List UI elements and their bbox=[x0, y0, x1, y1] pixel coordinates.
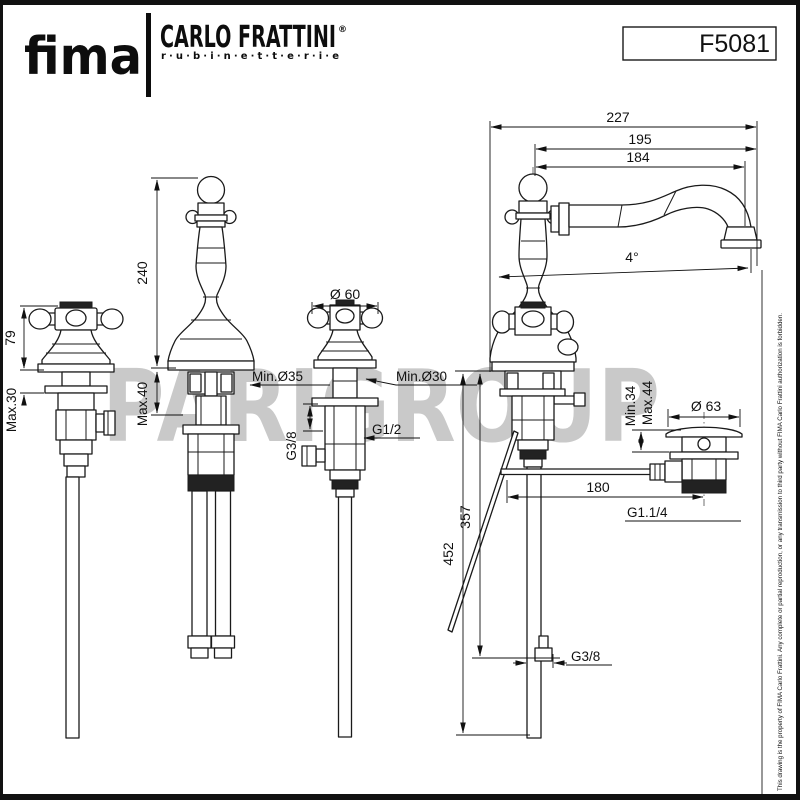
handle-knob bbox=[306, 307, 330, 329]
spout-nozzle bbox=[723, 226, 758, 241]
supply-tube bbox=[214, 490, 232, 637]
dim-rod-length-1: 357 bbox=[457, 505, 473, 529]
valve-body bbox=[55, 409, 97, 441]
valve-body bbox=[324, 405, 366, 471]
dim-handle-hole: Min.Ø30 bbox=[396, 369, 447, 384]
brand-tagline: r·u·b·i·n·e·t·t·e·r·i·e bbox=[161, 51, 339, 62]
mounting-flange bbox=[44, 385, 108, 394]
spout-front-view-drawing bbox=[167, 175, 255, 659]
side-note-block: This drawing is the property of FIMA Car… bbox=[761, 270, 784, 794]
spout-finial bbox=[196, 175, 226, 205]
supply-tube bbox=[191, 490, 208, 637]
product-code-box bbox=[622, 26, 777, 61]
dim-spout-height: 240 bbox=[134, 261, 150, 285]
dim-valve-outlet-thread: G1/2 bbox=[372, 422, 401, 437]
handle-knob bbox=[28, 308, 52, 330]
inlet-fitting bbox=[534, 647, 553, 662]
dim-drain-max: Max.44 bbox=[640, 380, 655, 425]
dim-spout-max-deck: Max.40 bbox=[135, 382, 150, 426]
brand-registered-mark: ® bbox=[338, 25, 347, 35]
deck-flange bbox=[499, 388, 566, 397]
dim-handle-height: 79 bbox=[2, 330, 18, 346]
side-inlet-nut bbox=[301, 445, 317, 467]
mounting-flange bbox=[311, 397, 379, 407]
brand-divider bbox=[146, 13, 151, 97]
drain-body bbox=[681, 458, 727, 481]
header: fima CARLO FRATTINI ® r·u·b·i·n·e·t·t·e·… bbox=[24, 13, 777, 97]
pop-up-horizontal-rod bbox=[500, 468, 653, 476]
aerator bbox=[720, 239, 762, 249]
drain-assembly-drawing bbox=[649, 412, 743, 506]
dim-handle-max-deck: Max.30 bbox=[4, 388, 19, 432]
pop-up-rod-mount bbox=[573, 392, 586, 407]
valve-body bbox=[187, 433, 235, 476]
dim-valve-side-thread: G3/8 bbox=[284, 431, 299, 460]
mounting-flange bbox=[182, 424, 240, 435]
brand-name: CARLO FRATTINI bbox=[160, 20, 336, 55]
dim-drain-thread: G1.1/4 bbox=[627, 505, 668, 520]
supply-tube bbox=[65, 476, 80, 739]
valve-side-view-drawing bbox=[28, 301, 124, 739]
copyright-note: This drawing is the property of FIMA Car… bbox=[777, 313, 784, 791]
rod-connector-nut bbox=[664, 460, 683, 483]
dim-spout-angle: 4° bbox=[625, 249, 638, 265]
supply-tube bbox=[526, 466, 542, 739]
dimension-annotations: 79 Max.30 240 Max.40 Min.Ø35 Ø 60 Min.Ø3… bbox=[2, 109, 758, 736]
rear-handle-knob bbox=[557, 338, 579, 356]
valve-front-view-drawing bbox=[301, 299, 384, 738]
handle-knob bbox=[100, 308, 124, 330]
dim-handle-diameter: Ø 60 bbox=[330, 286, 361, 302]
side-outlet-nut bbox=[103, 410, 116, 436]
dim-drain-offset: 180 bbox=[586, 479, 610, 495]
spout-finial bbox=[518, 173, 548, 203]
product-code: F5081 bbox=[699, 30, 770, 58]
dim-reach-mid: 195 bbox=[628, 131, 652, 147]
drain-thread bbox=[681, 479, 727, 494]
drain-cap bbox=[665, 426, 743, 438]
dim-inlet-thread: G3/8 bbox=[571, 649, 600, 664]
dim-rod-length-2: 452 bbox=[440, 542, 456, 566]
supply-tube bbox=[337, 496, 353, 738]
brand-logo: fima bbox=[24, 27, 142, 87]
handle-knob bbox=[360, 307, 384, 329]
dim-drain-diameter: Ø 63 bbox=[691, 398, 722, 414]
dim-reach-total: 227 bbox=[606, 109, 630, 125]
dim-drain-min: Min.34 bbox=[623, 385, 638, 426]
dim-reach-tip: 184 bbox=[626, 149, 650, 165]
dim-spout-hole: Min.Ø35 bbox=[252, 369, 303, 384]
